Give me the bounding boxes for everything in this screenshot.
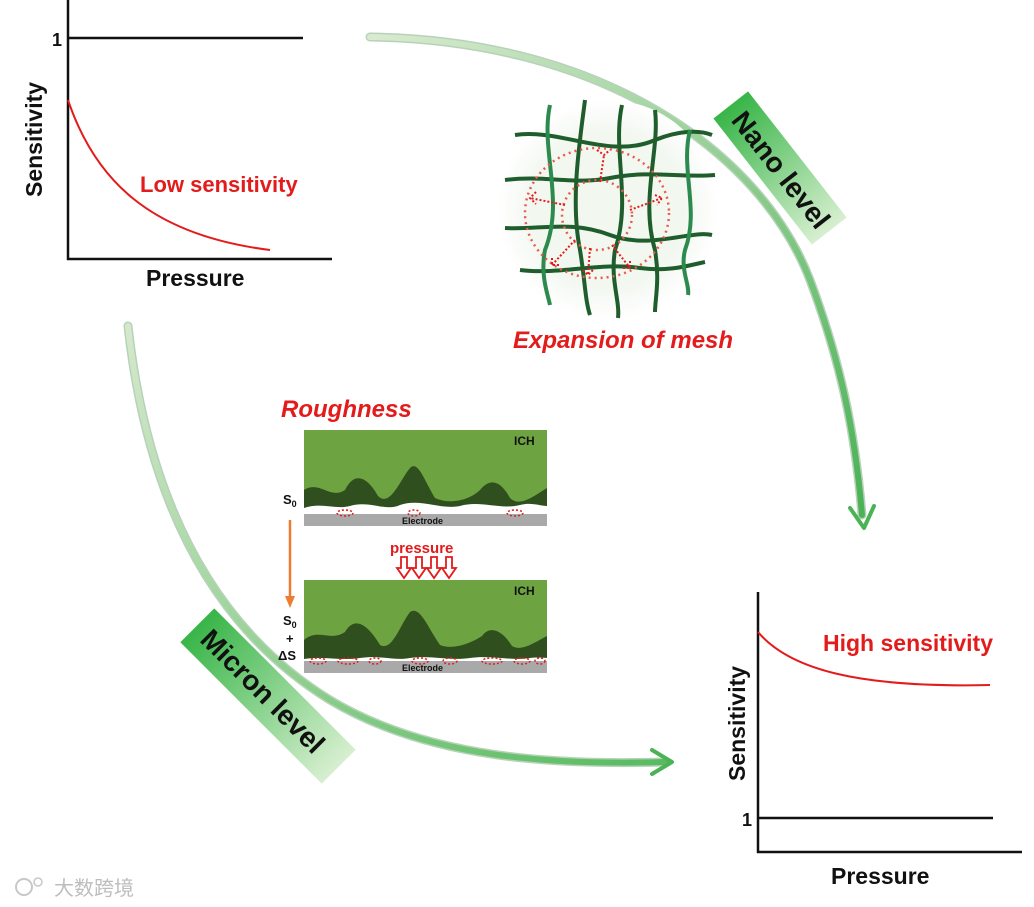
top-chart-tick-1: 1: [52, 30, 62, 50]
mesh-caption: Expansion of mesh: [513, 327, 733, 354]
top-chart: 1 Low sensitivity Pressure Sensitivity: [21, 0, 332, 291]
pressure-label: pressure: [390, 540, 453, 557]
watermark: 大数跨境: [15, 876, 134, 900]
s0-label-top: S0: [283, 492, 297, 509]
mesh-expansion-circle-inner: [560, 178, 634, 252]
panel-label-ich-top: ICH: [514, 434, 535, 448]
s0-label-bottom: S0: [283, 613, 297, 630]
electrode-label-top: Electrode: [402, 516, 443, 526]
micron-arrow: [123, 321, 674, 776]
mesh-illustration: [498, 99, 718, 320]
bottom-chart-tick-1: 1: [742, 810, 752, 830]
bottom-chart-ylabel: Sensitivity: [724, 666, 750, 781]
electrode-label-bottom: Electrode: [402, 663, 443, 673]
electrode-bar-initial: [304, 514, 547, 526]
top-chart-curve-label: Low sensitivity: [140, 172, 298, 197]
nano-arrow-head: [848, 504, 876, 530]
bottom-chart-curve: [757, 631, 991, 687]
top-chart-curve: [67, 99, 271, 251]
bottom-chart-curve-label: High sensitivity: [823, 630, 993, 656]
top-chart-ylabel: Sensitivity: [21, 82, 47, 197]
state-transition-arrow-head: [285, 596, 295, 608]
roughness-panel-initial: ICH Electrode: [304, 430, 547, 526]
watermark-logo-icon: [15, 878, 33, 896]
mesh-expansion-circle-outer: [523, 146, 671, 280]
top-chart-xlabel: Pressure: [146, 265, 244, 291]
watermark-text: 大数跨境: [54, 876, 134, 900]
bottom-chart-xlabel: Pressure: [831, 863, 929, 889]
micron-arrow-head: [650, 748, 674, 776]
roughness-title: Roughness: [281, 396, 412, 423]
pressure-arrows: [395, 556, 458, 580]
panel-label-ich-bottom: ICH: [514, 584, 535, 598]
nano-level-label: Nano level: [726, 105, 837, 234]
nano-arrow: [365, 32, 876, 530]
plus-label: +: [286, 631, 294, 646]
roughness-panel-pressed: ICH Electrode: [304, 580, 547, 673]
bottom-chart: 1 High sensitivity Pressure Sensitivity: [724, 592, 1022, 889]
delta-s-label: ΔS: [278, 648, 296, 663]
